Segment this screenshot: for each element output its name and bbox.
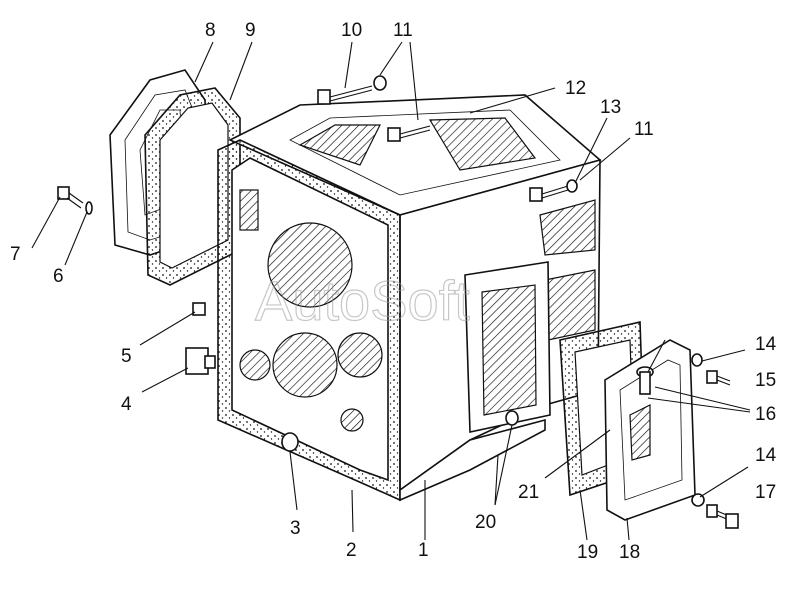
callout-11-right: 11 bbox=[634, 119, 654, 140]
washer-11-top bbox=[373, 75, 387, 91]
callout-2: 2 bbox=[346, 540, 357, 561]
callout-21: 21 bbox=[518, 482, 539, 503]
callout-19: 19 bbox=[577, 542, 598, 563]
callout-1: 1 bbox=[418, 540, 429, 561]
bolt-7 bbox=[57, 186, 84, 209]
bolt-17 bbox=[706, 504, 739, 529]
leader-lines bbox=[31, 41, 751, 541]
callout-14-bottom: 14 bbox=[755, 445, 777, 466]
dowels-20 bbox=[505, 410, 519, 426]
callout-3: 3 bbox=[290, 518, 301, 539]
callout-4: 4 bbox=[121, 394, 132, 415]
callout-9: 9 bbox=[245, 20, 256, 41]
callout-11-top: 11 bbox=[393, 20, 413, 41]
watermark: AutoSoft bbox=[255, 269, 470, 332]
callout-20: 20 bbox=[475, 512, 496, 533]
bolt-15 bbox=[706, 370, 731, 386]
callout-8: 8 bbox=[205, 20, 216, 41]
callout-18: 18 bbox=[619, 542, 640, 563]
callout-17: 17 bbox=[755, 482, 776, 503]
callout-13: 13 bbox=[600, 97, 621, 118]
bolt-10 bbox=[317, 85, 373, 105]
bolt-12 bbox=[387, 125, 431, 142]
washer-6 bbox=[85, 201, 93, 215]
washer-14-top bbox=[691, 353, 703, 367]
callout-14-top: 14 bbox=[755, 334, 777, 355]
callouts: 8 9 10 11 12 13 11 7 6 5 4 3 2 1 20 21 1… bbox=[10, 20, 777, 563]
gearbox-housing bbox=[217, 94, 602, 502]
filler-16 bbox=[636, 339, 666, 395]
drain-plug-4 bbox=[185, 347, 216, 375]
callout-7: 7 bbox=[10, 244, 21, 265]
bolt-13 bbox=[529, 179, 578, 202]
callout-16: 16 bbox=[755, 404, 776, 425]
callout-12: 12 bbox=[565, 78, 586, 99]
callout-5: 5 bbox=[121, 346, 132, 367]
callout-6: 6 bbox=[53, 266, 64, 287]
plug-5 bbox=[192, 302, 206, 316]
rear-gasket bbox=[144, 87, 241, 286]
plug-3 bbox=[281, 432, 299, 452]
callout-15: 15 bbox=[755, 370, 776, 391]
callout-10: 10 bbox=[341, 20, 362, 41]
